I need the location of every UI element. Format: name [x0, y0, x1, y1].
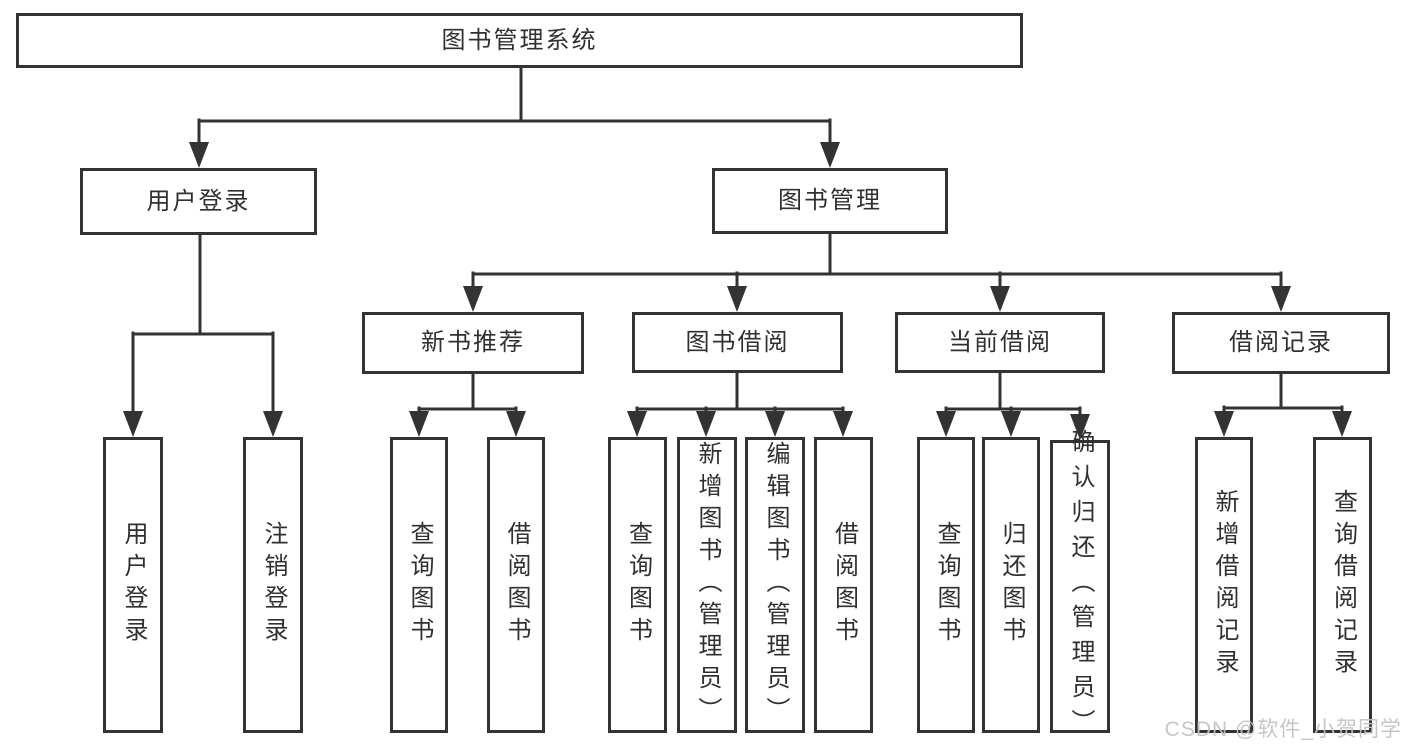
node-new-book-recommend: 新书推荐	[362, 312, 584, 374]
node-label: 归还图书	[998, 521, 1025, 649]
node-label: 编辑图书（管理员）	[762, 441, 789, 729]
watermark: CSDN @软件_小贺同学	[1164, 718, 1402, 741]
node-label: 查询图书	[624, 521, 652, 649]
node-label: 新增图书（管理员）	[694, 441, 721, 729]
node-label: 用户登录	[146, 187, 251, 215]
node-label: 确认归还（管理员）	[1067, 429, 1094, 744]
leaf-confirm-return-admin: 确认归还（管理员）	[1050, 429, 1110, 744]
node-label: 查询图书	[933, 521, 960, 649]
node-label: 借阅图书	[830, 521, 858, 649]
node-user-login: 用户登录	[80, 168, 317, 235]
node-label: 查询图书	[406, 521, 433, 649]
node-label: 当前借阅	[948, 328, 1052, 356]
leaf-user-login: 用户登录	[103, 437, 163, 733]
leaf-query-books-2: 查询图书	[608, 437, 667, 733]
leaf-query-borrow-record: 查询借阅记录	[1313, 437, 1372, 733]
leaf-edit-book-admin: 编辑图书（管理员）	[745, 437, 805, 733]
node-label: 图书管理系统	[441, 26, 598, 54]
leaf-query-books-3: 查询图书	[917, 437, 975, 733]
node-label: 用户登录	[120, 521, 147, 649]
node-label: 注销登录	[260, 521, 287, 649]
arrowhead-icons	[123, 142, 1352, 440]
node-label: 查询借阅记录	[1329, 489, 1357, 681]
node-label: 图书管理	[778, 187, 882, 214]
leaf-add-book-admin: 新增图书（管理员）	[677, 437, 737, 733]
leaf-return-books: 归还图书	[982, 437, 1040, 733]
node-root-system: 图书管理系统	[16, 13, 1023, 68]
leaf-logout: 注销登录	[243, 437, 303, 733]
node-book-management: 图书管理	[712, 168, 948, 234]
leaf-borrow-books-2: 借阅图书	[814, 437, 873, 733]
node-current-borrow: 当前借阅	[895, 312, 1105, 373]
node-borrow-records: 借阅记录	[1172, 312, 1390, 374]
node-label: 借阅图书	[503, 521, 530, 649]
leaf-query-books-1: 查询图书	[390, 437, 448, 733]
node-label: 借阅记录	[1229, 329, 1333, 356]
node-label: 新增借阅记录	[1211, 489, 1238, 681]
leaf-add-borrow-record: 新增借阅记录	[1195, 437, 1253, 733]
node-label: 图书借阅	[685, 328, 790, 356]
node-book-borrow: 图书借阅	[632, 312, 843, 373]
node-label: 新书推荐	[421, 329, 525, 356]
connector-segments	[131, 66, 1344, 418]
leaf-borrow-books-1: 借阅图书	[487, 437, 545, 733]
